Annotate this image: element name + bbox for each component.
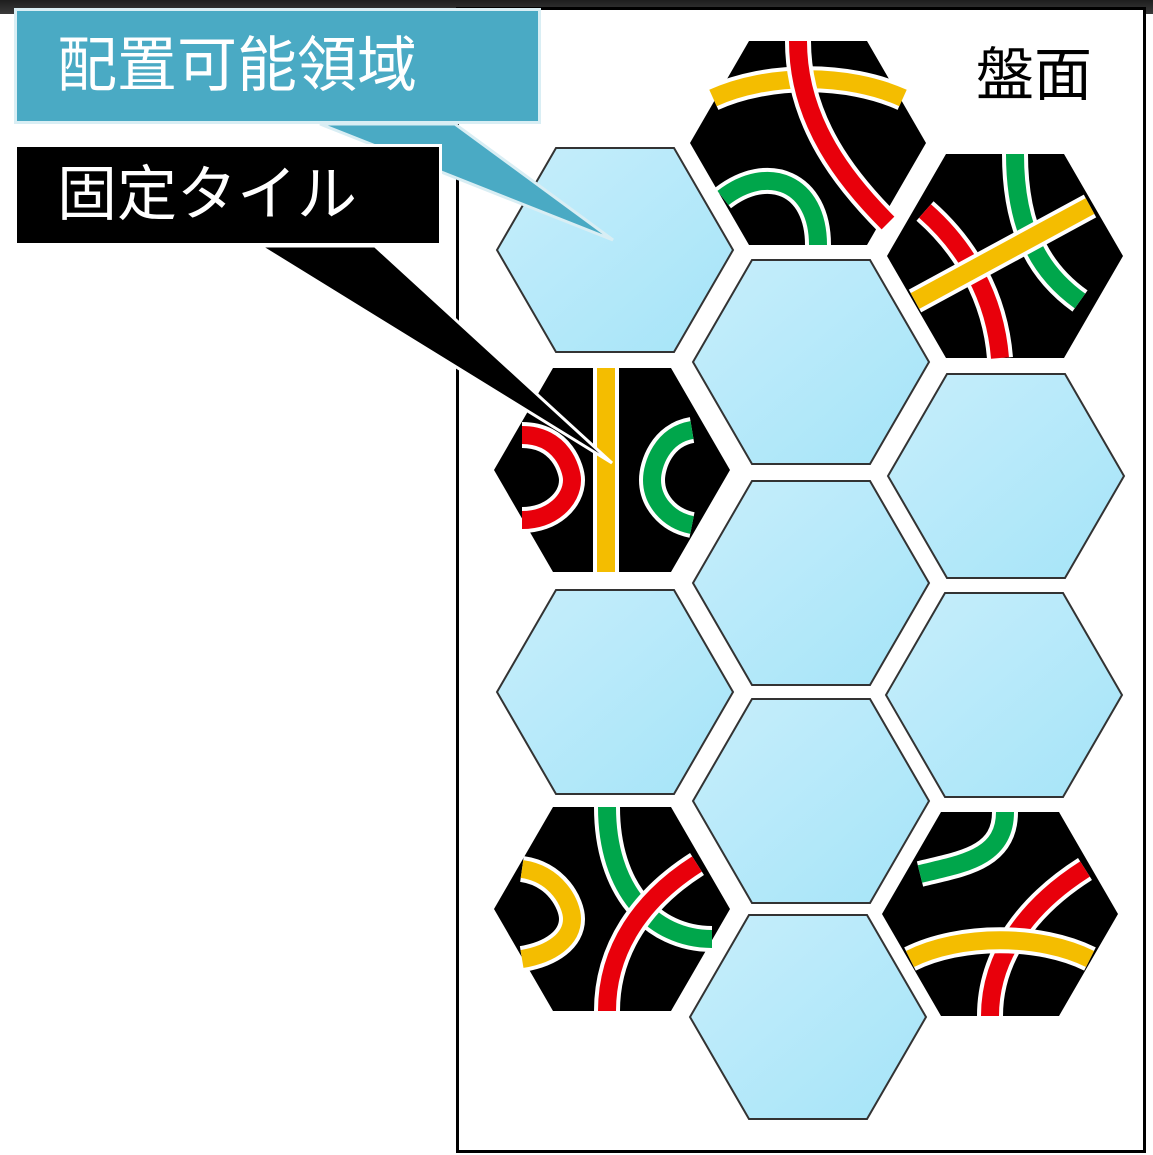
fixed-tile (494, 806, 730, 1012)
fixed-tile (690, 40, 926, 246)
placement-cell[interactable] (886, 373, 1126, 579)
fixed-tile (887, 153, 1123, 360)
placement-cell[interactable] (884, 592, 1124, 798)
placement-area-callout: 配置可能領域 (14, 8, 541, 124)
placement-cell[interactable] (691, 480, 931, 686)
placement-cell[interactable] (691, 259, 931, 465)
fixed-callout-pointer (254, 244, 614, 465)
placement-area-cells (495, 147, 1126, 1120)
placement-cell[interactable] (495, 147, 735, 353)
placement-cell[interactable] (495, 589, 735, 795)
placement-cell[interactable] (691, 698, 931, 904)
placement-cell[interactable] (688, 914, 928, 1120)
fixed-tile (882, 811, 1118, 1017)
fixed-tile-callout-text: 固定タイル (57, 160, 357, 230)
board-label: 盤面 (976, 41, 1093, 109)
fixed-tile-callout: 固定タイル (14, 144, 442, 246)
placement-area-callout-text: 配置可能領域 (57, 31, 417, 101)
